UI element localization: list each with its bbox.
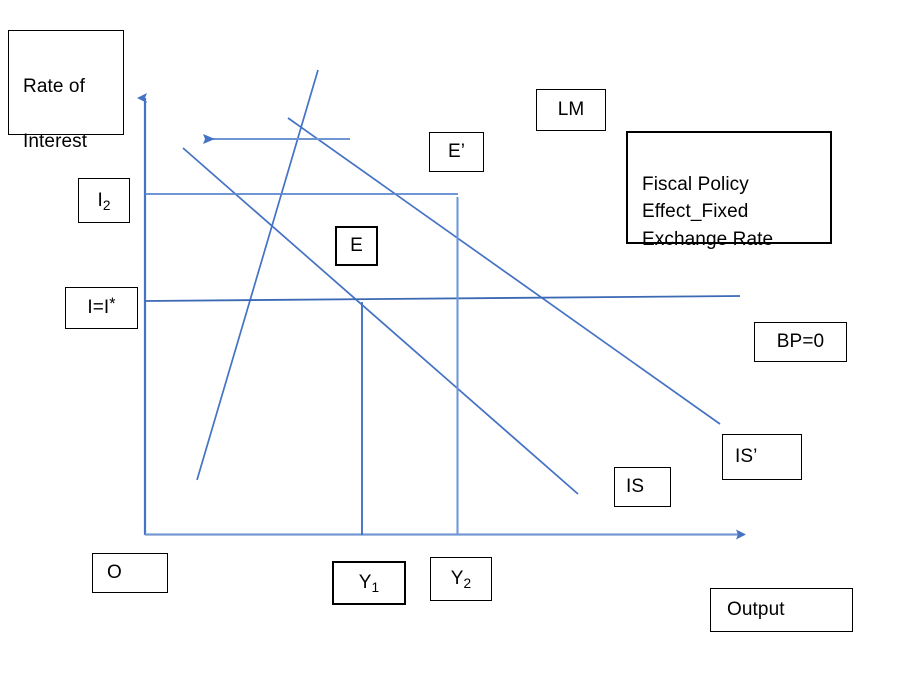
interest-tick-i2-label: I2	[97, 189, 111, 213]
equilibrium-e-label: E	[350, 235, 363, 257]
curve-label-bp-box: BP=0	[754, 322, 847, 362]
is-prime-curve	[287, 117, 721, 425]
x-axis-title-box: Output	[710, 588, 853, 632]
y-axis-title-box: Rate of Interest	[8, 30, 124, 152]
interest-tick-i2-box: I2	[78, 178, 130, 223]
equilibrium-e-prime-box: E’	[429, 132, 484, 172]
output-tick-y1-box: Y1	[332, 561, 406, 605]
annotation-text: Fiscal Policy Effect_Fixed Exchange Rate	[642, 173, 774, 250]
interest-tick-world-rate-label: I=I*	[87, 294, 116, 319]
curve-label-is-text: IS	[626, 476, 645, 498]
bp-zero-line	[144, 295, 741, 302]
lm-curve	[196, 69, 319, 481]
curve-label-is-prime-text: IS’	[735, 446, 758, 468]
origin-label-box: O	[92, 553, 168, 593]
curve-label-is-box: IS	[614, 467, 671, 507]
y-axis-title-text: Rate of Interest	[23, 75, 88, 152]
is-curve	[182, 147, 579, 495]
curve-label-lm-box: LM	[536, 89, 606, 131]
interest-tick-world-rate-box: I=I*	[65, 287, 138, 329]
output-tick-y2-label: Y2	[450, 568, 472, 592]
x-axis-title-text: Output	[727, 599, 785, 621]
output-tick-y2-box: Y2	[430, 557, 492, 601]
annotation-box: Fiscal Policy Effect_Fixed Exchange Rate	[626, 131, 832, 250]
output-tick-y1-label: Y1	[358, 572, 380, 596]
curve-label-bp-text: BP=0	[776, 331, 825, 353]
origin-label-text: O	[107, 562, 122, 584]
equilibrium-e-box: E	[335, 226, 378, 266]
curve-label-is-prime-box: IS’	[722, 434, 802, 480]
curve-label-lm-text: LM	[557, 99, 585, 121]
equilibrium-e-prime-label: E’	[447, 141, 466, 163]
